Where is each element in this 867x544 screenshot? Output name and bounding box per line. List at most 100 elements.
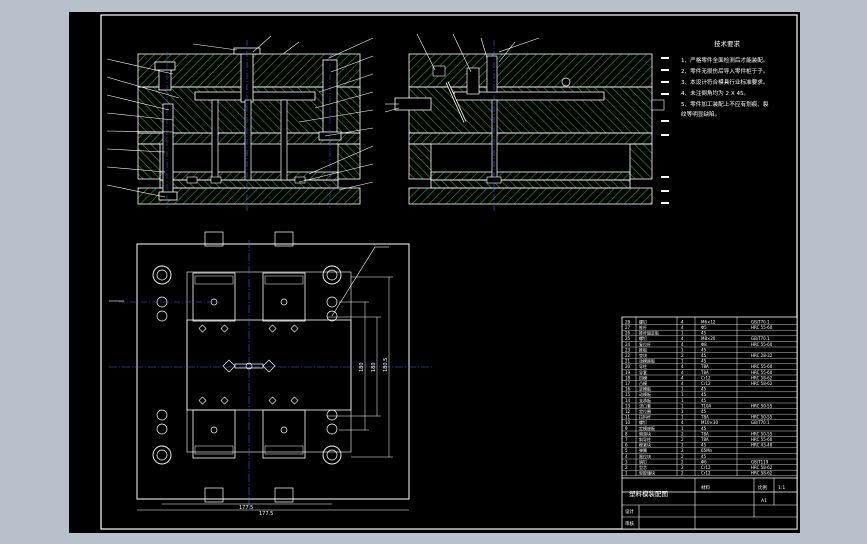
bom-cell-name: 拉料杆 (639, 414, 651, 420)
bom-cell-no: 27 (625, 325, 631, 330)
bom-cell-spec: 45 (701, 331, 707, 336)
bom-cell-qty: 4 (681, 342, 684, 347)
bom-cell-spec: 45 (701, 387, 707, 392)
dim-text-2: 180 (359, 362, 365, 372)
bom-cell-no: 5 (625, 448, 628, 453)
bom-cell-qty: 2 (681, 459, 684, 464)
bom-cell-spec: Cr12 (701, 465, 711, 470)
height-ticks (661, 57, 669, 204)
title-block-title: 塑料模装配图 (629, 489, 668, 498)
material-label: 材料 (701, 484, 710, 491)
bom-cell-spec: M6×12 (701, 319, 716, 324)
bom-cell-spec: Φ6 (701, 459, 707, 464)
bom-cell-name: 定模板 (639, 386, 651, 392)
bom-cell-material: HRC 55-60 (751, 370, 773, 375)
bom-cell-spec: 45 (701, 443, 707, 448)
bom-cell-name: 凹模 (639, 374, 647, 380)
bom-cell-qty: 1 (681, 359, 684, 364)
bom-cell-no: 2 (625, 465, 628, 470)
bom-cell-qty: 4 (681, 381, 684, 386)
bom-cell-spec: 45 (701, 426, 707, 431)
bom-cell-name: 限位块 (639, 453, 651, 459)
bom-cell-no: 17 (625, 381, 631, 386)
bom-cell-no: 21 (625, 359, 631, 364)
bom-cell-qty: 2 (681, 353, 684, 358)
bom-cell-no: 4 (625, 454, 628, 459)
bom-cell-qty: 2 (681, 437, 684, 442)
bom-cell-no: 16 (625, 387, 631, 392)
bom-cell-name: 螺钉 (639, 318, 647, 324)
bom-cell-name: 垫块 (639, 352, 647, 358)
bom-cell-material: GB/T70.1 (751, 319, 770, 324)
bom-cell-no: 12 (625, 409, 631, 414)
leader-lines-left (106, 35, 374, 198)
bom-cell-no: 11 (625, 415, 631, 420)
bom-cell-no: 13 (625, 403, 631, 408)
leader-lines-right (384, 33, 540, 113)
bom-cell-spec: T8A (700, 431, 709, 436)
bom-cell-name: 动模座板 (639, 358, 655, 364)
plan-dimension-text: 180.5 180 180 177.5 177.5 (239, 358, 389, 517)
bom-cell-qty: 4 (681, 364, 684, 369)
tech-req-4: 4、未注倒角均为 2 X 45。 (681, 89, 749, 97)
bom-cell-name: 复位杆 (639, 341, 651, 347)
bom-cell-material: HRC 50-55 (751, 403, 773, 408)
bom-cell-name: 螺钉 (639, 419, 647, 425)
bom-cell-material: HRC 28-32 (751, 353, 773, 358)
designer-label: 设计 (625, 508, 634, 515)
bom-cell-qty: 2 (681, 431, 684, 436)
bom-cell-spec: 45 (701, 409, 707, 414)
bom-cell-no: 14 (625, 398, 631, 403)
bom-cell-material: HRC 58-62 (751, 471, 773, 476)
bom-cell-material: HRC 43-48 (751, 443, 773, 448)
bom-cell-spec: 65Mn (701, 448, 713, 453)
bom-cell-name: 推杆 (639, 324, 647, 330)
dim-text-1: 180.5 (383, 358, 389, 372)
bom-cell-spec: M8×20 (701, 336, 716, 341)
bom-cell-spec: Cr12 (701, 471, 711, 476)
bom-cell-name: 型腔镶块 (639, 470, 655, 476)
bom-cell-spec: Cr12 (701, 381, 711, 386)
bom-cell-qty: 4 (681, 375, 684, 380)
bom-cell-material: GB/T119 (751, 459, 769, 464)
bom-cell-no: 3 (625, 459, 628, 464)
tech-req-title: 技术要求 (714, 39, 741, 48)
tech-req-2: 2、零件无损伤后导入零件柜于子。 (681, 67, 768, 75)
bom-cell-qty: 2 (681, 471, 684, 476)
drawing-frame (100, 14, 798, 530)
bom-cell-name: 弹簧 (639, 447, 647, 453)
bom-cell-no: 28 (625, 319, 631, 324)
dim-text-5: 177.5 (259, 511, 273, 517)
bom-cell-qty: 1 (681, 392, 684, 397)
bom-cell-spec: 45 (701, 353, 707, 358)
bom-cell-no: 6 (625, 443, 628, 448)
bom-cell-qty: 1 (681, 398, 684, 403)
bom-cell-qty: 1 (681, 409, 684, 414)
assembly-drawing: 技术要求 1、严格零件全面检测后才能装配。 2、零件无损伤后导入零件柜于子。 3… (100, 14, 798, 530)
bom-cell-material: HRC 55-60 (751, 437, 773, 442)
bom-cell-qty: 4 (681, 370, 684, 375)
bom-cell-name: 销钉 (639, 458, 647, 464)
bom-cell-material: HRC 50-55 (751, 431, 773, 436)
bom-cell-material: HRC 55-60 (751, 342, 773, 347)
bom-cell-no: 20 (625, 364, 631, 369)
tech-req-3: 3、本设计符合模具行业标准要求。 (681, 78, 768, 86)
bom-cell-no: 1 (625, 471, 628, 476)
bom-cell-qty: 4 (681, 319, 684, 324)
bom-cell-spec: 45 (701, 454, 707, 459)
bom-cell-name: 定位圈 (639, 408, 651, 414)
bom-cell-no: 15 (625, 392, 631, 397)
bom-cell-spec: Φ5 (701, 325, 707, 330)
bom-cell-name: 导柱 (639, 363, 647, 369)
bom-cell-spec: 45 (701, 359, 707, 364)
bom-cell-no: 7 (625, 437, 628, 442)
bom-cell-spec: T8A (700, 370, 709, 375)
bom-cell-no: 18 (625, 375, 631, 380)
tech-req-6: 纹等明显缺陷。 (681, 110, 720, 118)
bom-cell-qty: 4 (681, 336, 684, 341)
bom-cell-spec: 45 (701, 398, 707, 403)
bom-cell-material: HRC 58-62 (751, 381, 773, 386)
bom-cell-name: 斜导柱 (639, 436, 651, 442)
